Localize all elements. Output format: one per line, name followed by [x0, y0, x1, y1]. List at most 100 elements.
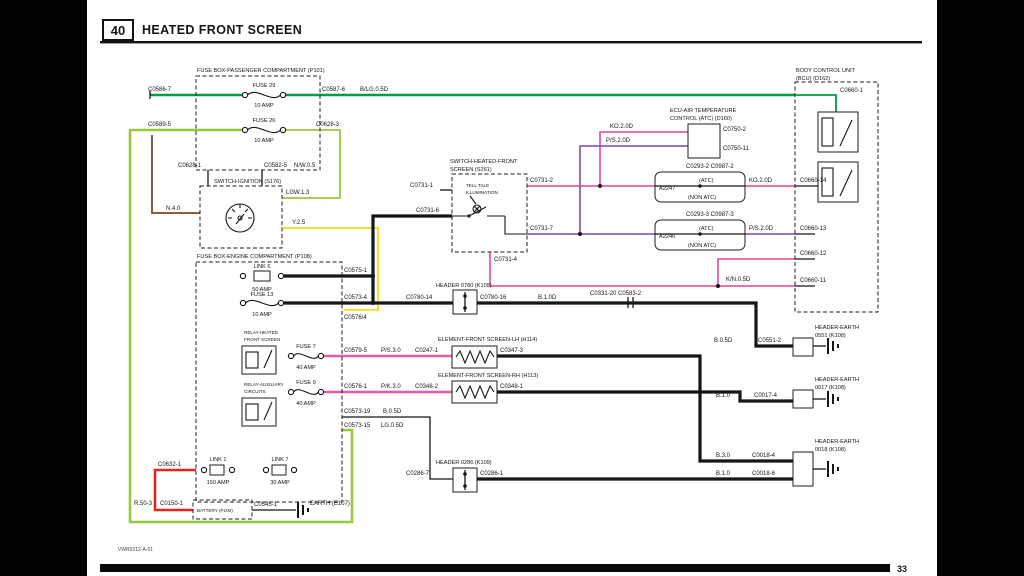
label-c0286-7: C0286-7 [406, 471, 430, 477]
label-c0632-1: C0632-1 [158, 462, 182, 468]
page-number-box [102, 19, 134, 41]
junction-dot [578, 232, 582, 236]
p108-title: FUSE BOX-ENGINE COMPARTMENT (P108) [197, 254, 312, 260]
header-earth-0551: HEADER-EARTH 0551 (K108) [792, 325, 859, 357]
junction1-atc: (ATC) [699, 178, 714, 184]
relay-hfs-label-1: RELAY-HEATED [244, 330, 279, 335]
tell-tale-arrow-icon [469, 195, 477, 205]
label-c0582-5: C0582-5 [264, 163, 288, 169]
label-c0286-1: C0286-1 [480, 471, 504, 477]
fuse-box-engine-compartment: FUSE BOX-ENGINE COMPARTMENT (P108) LINK … [195, 254, 343, 503]
link-terminal-icon [277, 272, 285, 280]
link1-amp: 150 AMP [207, 480, 230, 486]
wire-yellow-ignition-out [282, 227, 379, 311]
fuse26-label: FUSE 26 [253, 118, 276, 124]
wire-light-green-loop [128, 128, 354, 524]
label-pk30: P/K.3.0 [381, 384, 401, 390]
fuse-element-icon [293, 389, 319, 395]
label-c0586-7: C0586-7 [148, 87, 172, 93]
label-y25: Y.2.5 [292, 220, 306, 226]
label-c0660-12: C0660-12 [800, 251, 827, 257]
wire-green-inside-bcu [795, 94, 837, 112]
label-c0660-11: C0660-11 [800, 278, 827, 284]
label-c0573-15: C0573-15 [344, 423, 371, 429]
label-c0150-1: C0150-1 [160, 501, 184, 507]
fuse13-amp: 10 AMP [252, 312, 272, 318]
wire-element-rh-earth [497, 390, 793, 403]
fuse29-label: FUSE 29 [253, 83, 276, 89]
label-ps20d-2: P/S.2.0D [749, 226, 774, 232]
he0018-box [792, 451, 814, 487]
relay-coil-icon [821, 117, 834, 147]
junction-dot [371, 274, 375, 278]
label-c0589-5: C0589-5 [148, 122, 172, 128]
relay-coil-icon [245, 403, 259, 421]
element-rh-title: ELEMENT-FRONT SCREEN-RH (H113) [438, 373, 538, 379]
label-c0331-20-c0583-2: C0331-20 C0583-2 [590, 291, 642, 297]
link-terminal-icon [239, 272, 247, 280]
splice-dot [698, 232, 702, 236]
label-c0576-1: C0576-1 [344, 384, 368, 390]
s261-title-2: SCREEN (S261) [450, 167, 492, 173]
label-kn05d: K/N.0.5D [726, 277, 751, 283]
splice-dot [698, 184, 702, 188]
relay-contact-icon [263, 349, 273, 369]
contact-dot [467, 214, 471, 218]
label-lg05d: LG.0.5D [381, 423, 404, 429]
label-c0348-1: C0348-1 [500, 384, 524, 390]
label-r50-3: R.50-3 [134, 501, 153, 507]
s261-title-1: SWITCH-HEATED-FRONT [450, 159, 518, 165]
junction-a2246: (ATC) A2246 (NON ATC) [654, 219, 746, 251]
wire-element-lh-earth [497, 354, 793, 463]
switch-heated-front-screen: SWITCH-HEATED-FRONT SCREEN (S261) TELL T… [440, 159, 528, 253]
s176-box [199, 185, 283, 249]
link-fuse-icon [253, 270, 271, 282]
fuse-element-icon [247, 126, 281, 134]
label-c0731-2: C0731-2 [530, 178, 554, 184]
header-pin-dot [463, 306, 467, 310]
link-fuse-icon [209, 464, 225, 476]
fuse13-label: FUSE 13 [251, 292, 274, 298]
tell-tale-lamp-icon [472, 204, 482, 214]
label-c0545-1: C0545-1 [254, 502, 278, 508]
header-earth-0017: HEADER-EARTH 0017 (K108) [792, 377, 859, 409]
junction-dot [598, 184, 602, 188]
label-c0551-2: C0551-2 [758, 338, 782, 344]
he0018-title-2: 0018 (K108) [815, 447, 846, 453]
doc-code: VWR0212-A-01 [118, 547, 153, 553]
label-c0731-6: C0731-6 [416, 208, 440, 214]
junction1-non-atc: (NON ATC) [688, 195, 716, 201]
label-c0573-4: C0573-4 [344, 295, 368, 301]
junction-dot [716, 284, 720, 288]
label-c0660-14: C0660-14 [800, 178, 827, 184]
header-pin-dot [463, 484, 467, 488]
label-c0628-3: C0628-3 [316, 122, 340, 128]
relay-contact-icon [839, 169, 853, 197]
wire-brown-ignition-feed [151, 135, 200, 214]
heater-element-icon [455, 384, 495, 400]
he0017-title-1: HEADER-EARTH [815, 377, 859, 383]
header-pin-dot [463, 294, 467, 298]
bcu-title-1: BODY CONTROL UNIT [796, 68, 856, 74]
relay-aux-label-1: RELAY-AUXILIARY [244, 382, 284, 387]
ignition-switch-positions [228, 204, 252, 219]
header-0780: HEADER 0780 (K109) [436, 283, 492, 315]
label-c0731-1: C0731-1 [410, 183, 434, 189]
ignition-key-icon [235, 213, 245, 225]
fuse7-amp: 40 AMP [296, 365, 316, 371]
label-c0573-19: C0573-19 [344, 409, 371, 415]
junction1-id: A2247 [659, 186, 675, 192]
label-c0348-2: C0348-2 [415, 384, 439, 390]
wire-red-battery-to-link1 [153, 468, 196, 512]
label-b10-1: B.1.0 [716, 393, 731, 399]
label-c0780-16: C0780-16 [480, 295, 507, 301]
link-fuse-icon [271, 464, 287, 476]
wire-lgw-to-ignition-switch [282, 129, 341, 199]
he0018-title-1: HEADER-EARTH [815, 439, 859, 445]
wire-header0780-to-earth0551 [477, 301, 793, 348]
label-ps30: P/S.3.0 [381, 348, 401, 354]
ecu-title-1: ECU-AIR TEMPERATURE [670, 108, 737, 114]
element-front-screen-lh: ELEMENT-FRONT SCREEN-LH (H114) [438, 337, 537, 369]
label-c0750-11: C0750-11 [723, 146, 750, 152]
